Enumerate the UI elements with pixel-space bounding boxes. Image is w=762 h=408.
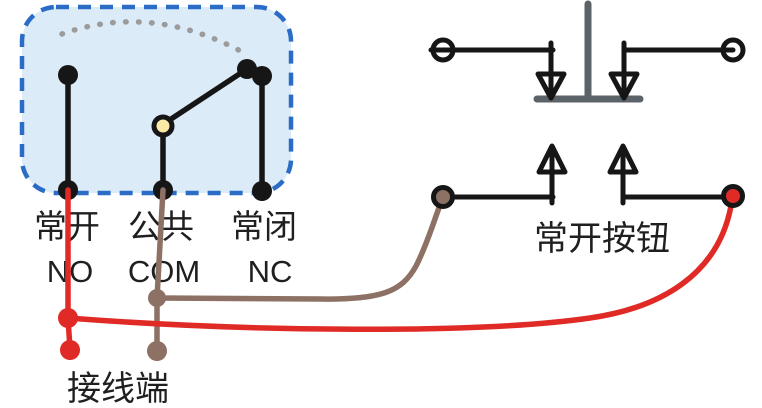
red-wire-run	[65, 203, 734, 333]
label-push-button: 常开按钮	[534, 220, 670, 258]
brown-wire-run	[154, 197, 445, 302]
moving-contact-arm	[162, 66, 250, 126]
top-right-pin	[720, 37, 746, 63]
push-button-symbol-bottom	[431, 143, 745, 209]
button-right-terminal	[721, 184, 745, 208]
red-end-dot	[60, 340, 80, 360]
button-left-terminal	[431, 185, 455, 209]
label-wiring-terminal: 接线端	[67, 370, 169, 408]
label-nc-cn: 常闭	[231, 208, 297, 245]
label-com-en: COM	[128, 254, 200, 289]
top-left-pin	[430, 37, 456, 63]
no-top-contact-dot	[58, 65, 78, 85]
contact-travel-arc	[59, 19, 249, 57]
com-pivot	[151, 114, 175, 138]
relay-terminal-labels: 常开 公共 常闭 NO COM NC 接线端	[34, 208, 297, 408]
brown-junction-dot	[148, 289, 166, 307]
arm-tip-dot	[237, 59, 257, 79]
label-nc-en: NC	[248, 254, 293, 289]
brown-wire	[147, 187, 445, 361]
relay-contact-block	[19, 4, 294, 201]
brown-wire-drop	[154, 187, 166, 301]
red-wire	[58, 187, 734, 360]
brown-end-dot	[147, 341, 167, 361]
nc-bottom-dot	[252, 181, 272, 201]
relay-highlight-box	[19, 4, 294, 196]
push-button-symbol-top	[428, 0, 746, 103]
red-junction-dot	[58, 308, 78, 328]
nc-top-contact-dot	[252, 66, 272, 86]
